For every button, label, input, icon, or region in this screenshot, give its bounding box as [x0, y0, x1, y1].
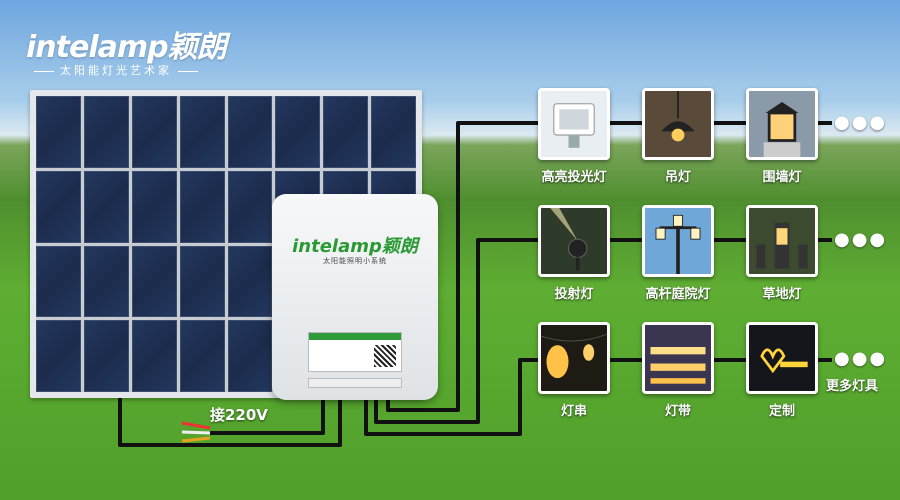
solar-cell	[179, 96, 225, 168]
solar-cell	[227, 245, 273, 318]
solar-cell	[227, 96, 273, 168]
controller-ports	[308, 378, 402, 388]
product-label: 灯串	[560, 404, 587, 419]
product-label: 高杆庭院灯	[645, 287, 711, 302]
solar-cell	[131, 245, 177, 318]
solar-cell	[227, 170, 273, 243]
solar-cell	[83, 245, 129, 318]
qr-code-icon	[374, 345, 396, 367]
brand-tagline: 太阳能灯光艺术家	[28, 62, 204, 78]
garden-pole-lamp-icon	[642, 205, 714, 277]
product-label: 定制	[768, 404, 795, 419]
more-dots-icon: ●●●	[834, 229, 888, 250]
product-label: 草地灯	[762, 287, 802, 302]
more-dots-icon: ●●●	[834, 112, 888, 133]
controller-subtitle: 太阳能照明小系统	[323, 257, 387, 265]
spotlight-icon	[538, 205, 610, 277]
light-strip-icon	[642, 322, 714, 394]
solar-cell	[83, 96, 129, 168]
wall-lamp-icon	[746, 88, 818, 160]
solar-controller-box: intelamp颖朗 太阳能照明小系统	[272, 194, 438, 400]
more-dots-icon: ●●●	[834, 348, 888, 369]
product-label: 吊灯	[664, 170, 691, 185]
solar-cell	[36, 320, 81, 392]
product-label: 灯带	[664, 404, 691, 419]
brand-logo: intelamp颖朗	[26, 30, 227, 65]
solar-cell	[83, 170, 129, 243]
controller-spec-label	[308, 332, 402, 372]
solar-cell	[131, 170, 177, 243]
controller-brand: intelamp颖朗	[292, 236, 418, 257]
solar-cell	[36, 170, 81, 243]
solar-cell	[179, 245, 225, 318]
solar-cell	[36, 245, 81, 318]
product-label: 围墙灯	[762, 170, 802, 185]
ac-220v-label: 接220V	[210, 406, 268, 424]
solar-cell	[179, 170, 225, 243]
solar-cell	[179, 320, 225, 392]
solar-cell	[323, 96, 369, 168]
solar-cell	[83, 320, 129, 392]
lawn-lamp-icon	[746, 205, 818, 277]
solar-cell	[227, 320, 273, 392]
solar-cell	[131, 320, 177, 392]
solar-cell	[36, 96, 81, 168]
pendant-lamp-icon	[642, 88, 714, 160]
solar-cell	[275, 96, 321, 168]
string-lights-icon	[538, 322, 610, 394]
product-label: 投射灯	[554, 287, 594, 302]
floodlight-icon	[538, 88, 610, 160]
more-lamps-label: 更多灯具	[826, 379, 879, 394]
solar-cell	[371, 96, 416, 168]
solar-cell	[131, 96, 177, 168]
product-label: 高亮投光灯	[541, 170, 607, 185]
custom-sign-icon	[746, 322, 818, 394]
